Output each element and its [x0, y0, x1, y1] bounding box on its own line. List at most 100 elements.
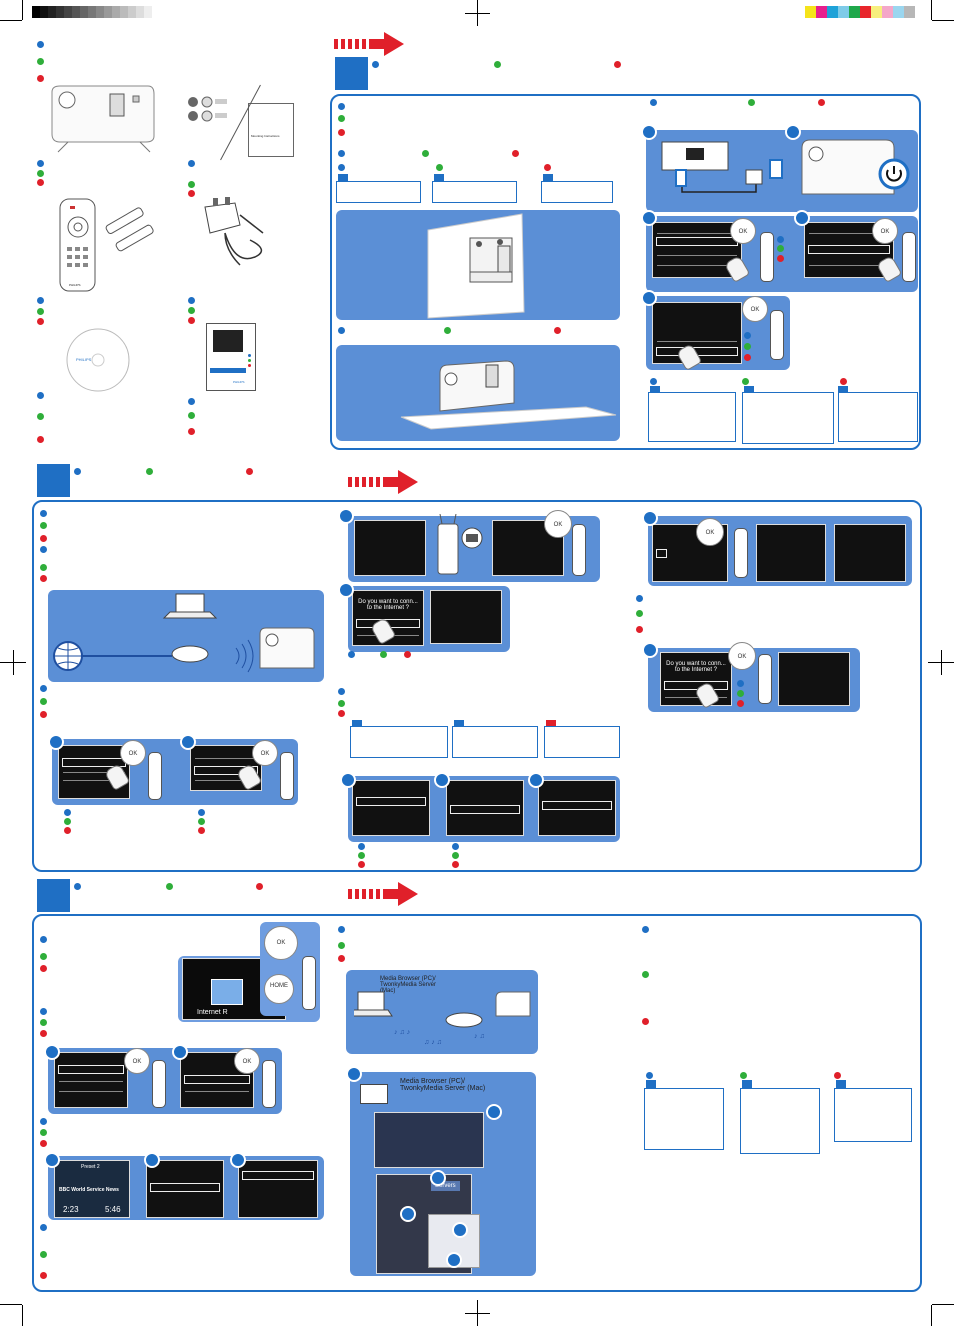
ok-dial: OK [124, 1048, 150, 1074]
section-1-number [335, 57, 368, 90]
ok-dial: OK [252, 740, 278, 766]
quick-start-brand: PHILIPS [233, 380, 245, 384]
pin-done-screen [834, 524, 906, 582]
color-swatch [838, 6, 849, 18]
gray-swatch [120, 6, 128, 18]
color-swatch [871, 6, 882, 18]
gray-swatch [64, 6, 72, 18]
connect-question: Do you want to conn... to the Internet ? [358, 599, 418, 611]
ok-dial: OK [872, 218, 898, 244]
note-box-1 [336, 181, 421, 203]
ok-dial: OK [264, 926, 298, 960]
svg-text:♪ ♫ ♪: ♪ ♫ ♪ [394, 1029, 410, 1036]
gray-swatch [104, 6, 112, 18]
tip-box-1 [648, 392, 736, 442]
gray-swatch [32, 6, 40, 18]
media-app-screen [374, 1112, 484, 1168]
cd-brand: PHILIPS [76, 357, 92, 362]
remote-icon [148, 752, 162, 800]
home-button[interactable]: HOME [264, 974, 294, 1004]
manual-tip-1 [350, 726, 448, 758]
section-1-panel: OK OK OK [330, 94, 921, 450]
remote-icon [758, 654, 772, 704]
remote-control-image [59, 198, 96, 292]
tip-box-3 [838, 392, 918, 442]
setup-power-illustration [646, 130, 918, 212]
color-swatch [904, 6, 915, 18]
section-3-number [37, 879, 70, 912]
main-unit-image [51, 85, 155, 153]
preset-label: Preset 2 [81, 1164, 100, 1170]
media-tip-2 [740, 1088, 820, 1154]
svg-text:♪ ♫: ♪ ♫ [474, 1033, 485, 1040]
preset-list-screen [146, 1160, 224, 1218]
remote-brand: PHILIPS [69, 283, 81, 287]
media-tip-3 [834, 1088, 912, 1142]
section-2-panel: OK OK OK Do you want to conn... to the I… [32, 500, 922, 872]
table-stand-illustration [336, 345, 620, 441]
ok-dial: OK [742, 296, 768, 322]
remote-icon [760, 232, 774, 282]
color-swatch [816, 6, 827, 18]
direction-arrow [348, 882, 418, 906]
media-server-title-1: Media Browser (PC)/ TwonkyMedia Server (… [380, 976, 437, 994]
gray-swatch [96, 6, 104, 18]
cd-rom-image [66, 328, 130, 392]
remote-icon [770, 310, 784, 360]
media-server-title-2: Media Browser (PC)/ TwonkyMedia Server (… [400, 1078, 486, 1092]
now-playing-screen: Preset 2 BBC World Service News 2:23 5:4… [54, 1160, 130, 1218]
tip-box-2 [742, 392, 834, 444]
gray-calibration-strip [32, 6, 152, 18]
connected-screen [430, 590, 502, 644]
manual-screen-2 [446, 780, 524, 836]
gray-swatch [56, 6, 64, 18]
gray-swatch [128, 6, 136, 18]
remote-icon [902, 232, 916, 282]
quick-start-guide-image: PHILIPS [206, 323, 256, 391]
gray-swatch [112, 6, 120, 18]
gray-swatch [80, 6, 88, 18]
note-box-3 [541, 181, 613, 203]
svg-text:♫ ♪ ♫: ♫ ♪ ♫ [424, 1039, 442, 1046]
streaming-illustration: ♪ ♫ ♪ ♫ ♪ ♫ ♪ ♫ [354, 991, 531, 1046]
ok-dial: OK [120, 740, 146, 766]
manual-screen-1 [352, 780, 430, 836]
laptop-icon [360, 1084, 388, 1104]
color-swatch [849, 6, 860, 18]
section-3-panel: Internet R OK HOME OK OK Preset 2 BBC Wo… [32, 914, 922, 1292]
elapsed-time: 2:23 [63, 1205, 79, 1214]
connect-question-b: Do you want to conn... to the Internet ? [666, 661, 726, 673]
gray-swatch [136, 6, 144, 18]
direction-arrow [334, 32, 404, 56]
gray-swatch [144, 6, 152, 18]
note-box-2 [432, 181, 517, 203]
home-menu-label: Internet R [197, 1009, 228, 1016]
gray-swatch [48, 6, 56, 18]
color-calibration-strip [805, 6, 915, 18]
remote-icon [302, 956, 316, 1010]
wps-screen [354, 520, 426, 576]
preset-store-screen [238, 1160, 318, 1218]
connected-screen-b [778, 652, 850, 706]
color-swatch [860, 6, 871, 18]
remote-icon [572, 524, 586, 576]
media-tip-1 [644, 1088, 724, 1150]
manual-screen-3 [538, 780, 616, 836]
remote-icon [734, 528, 748, 578]
manual-tip-3 [544, 726, 620, 758]
gray-swatch [88, 6, 96, 18]
station-name: BBC World Service News [59, 1187, 119, 1193]
remote-icon [152, 1060, 166, 1108]
direction-arrow [348, 470, 418, 494]
ok-dial: OK [234, 1048, 260, 1074]
batteries-image [105, 207, 154, 252]
pin-wait-screen [756, 524, 826, 582]
ok-dial: OK [728, 642, 756, 670]
router-wps-image [437, 514, 483, 575]
network-diagram [48, 590, 324, 682]
gray-swatch [72, 6, 80, 18]
connect-question-screen-b: Do you want to conn... to the Internet ? [660, 652, 732, 706]
power-adapter-image [204, 197, 264, 266]
ok-dial: OK [730, 218, 756, 244]
wall-mount-illustration [336, 210, 620, 320]
